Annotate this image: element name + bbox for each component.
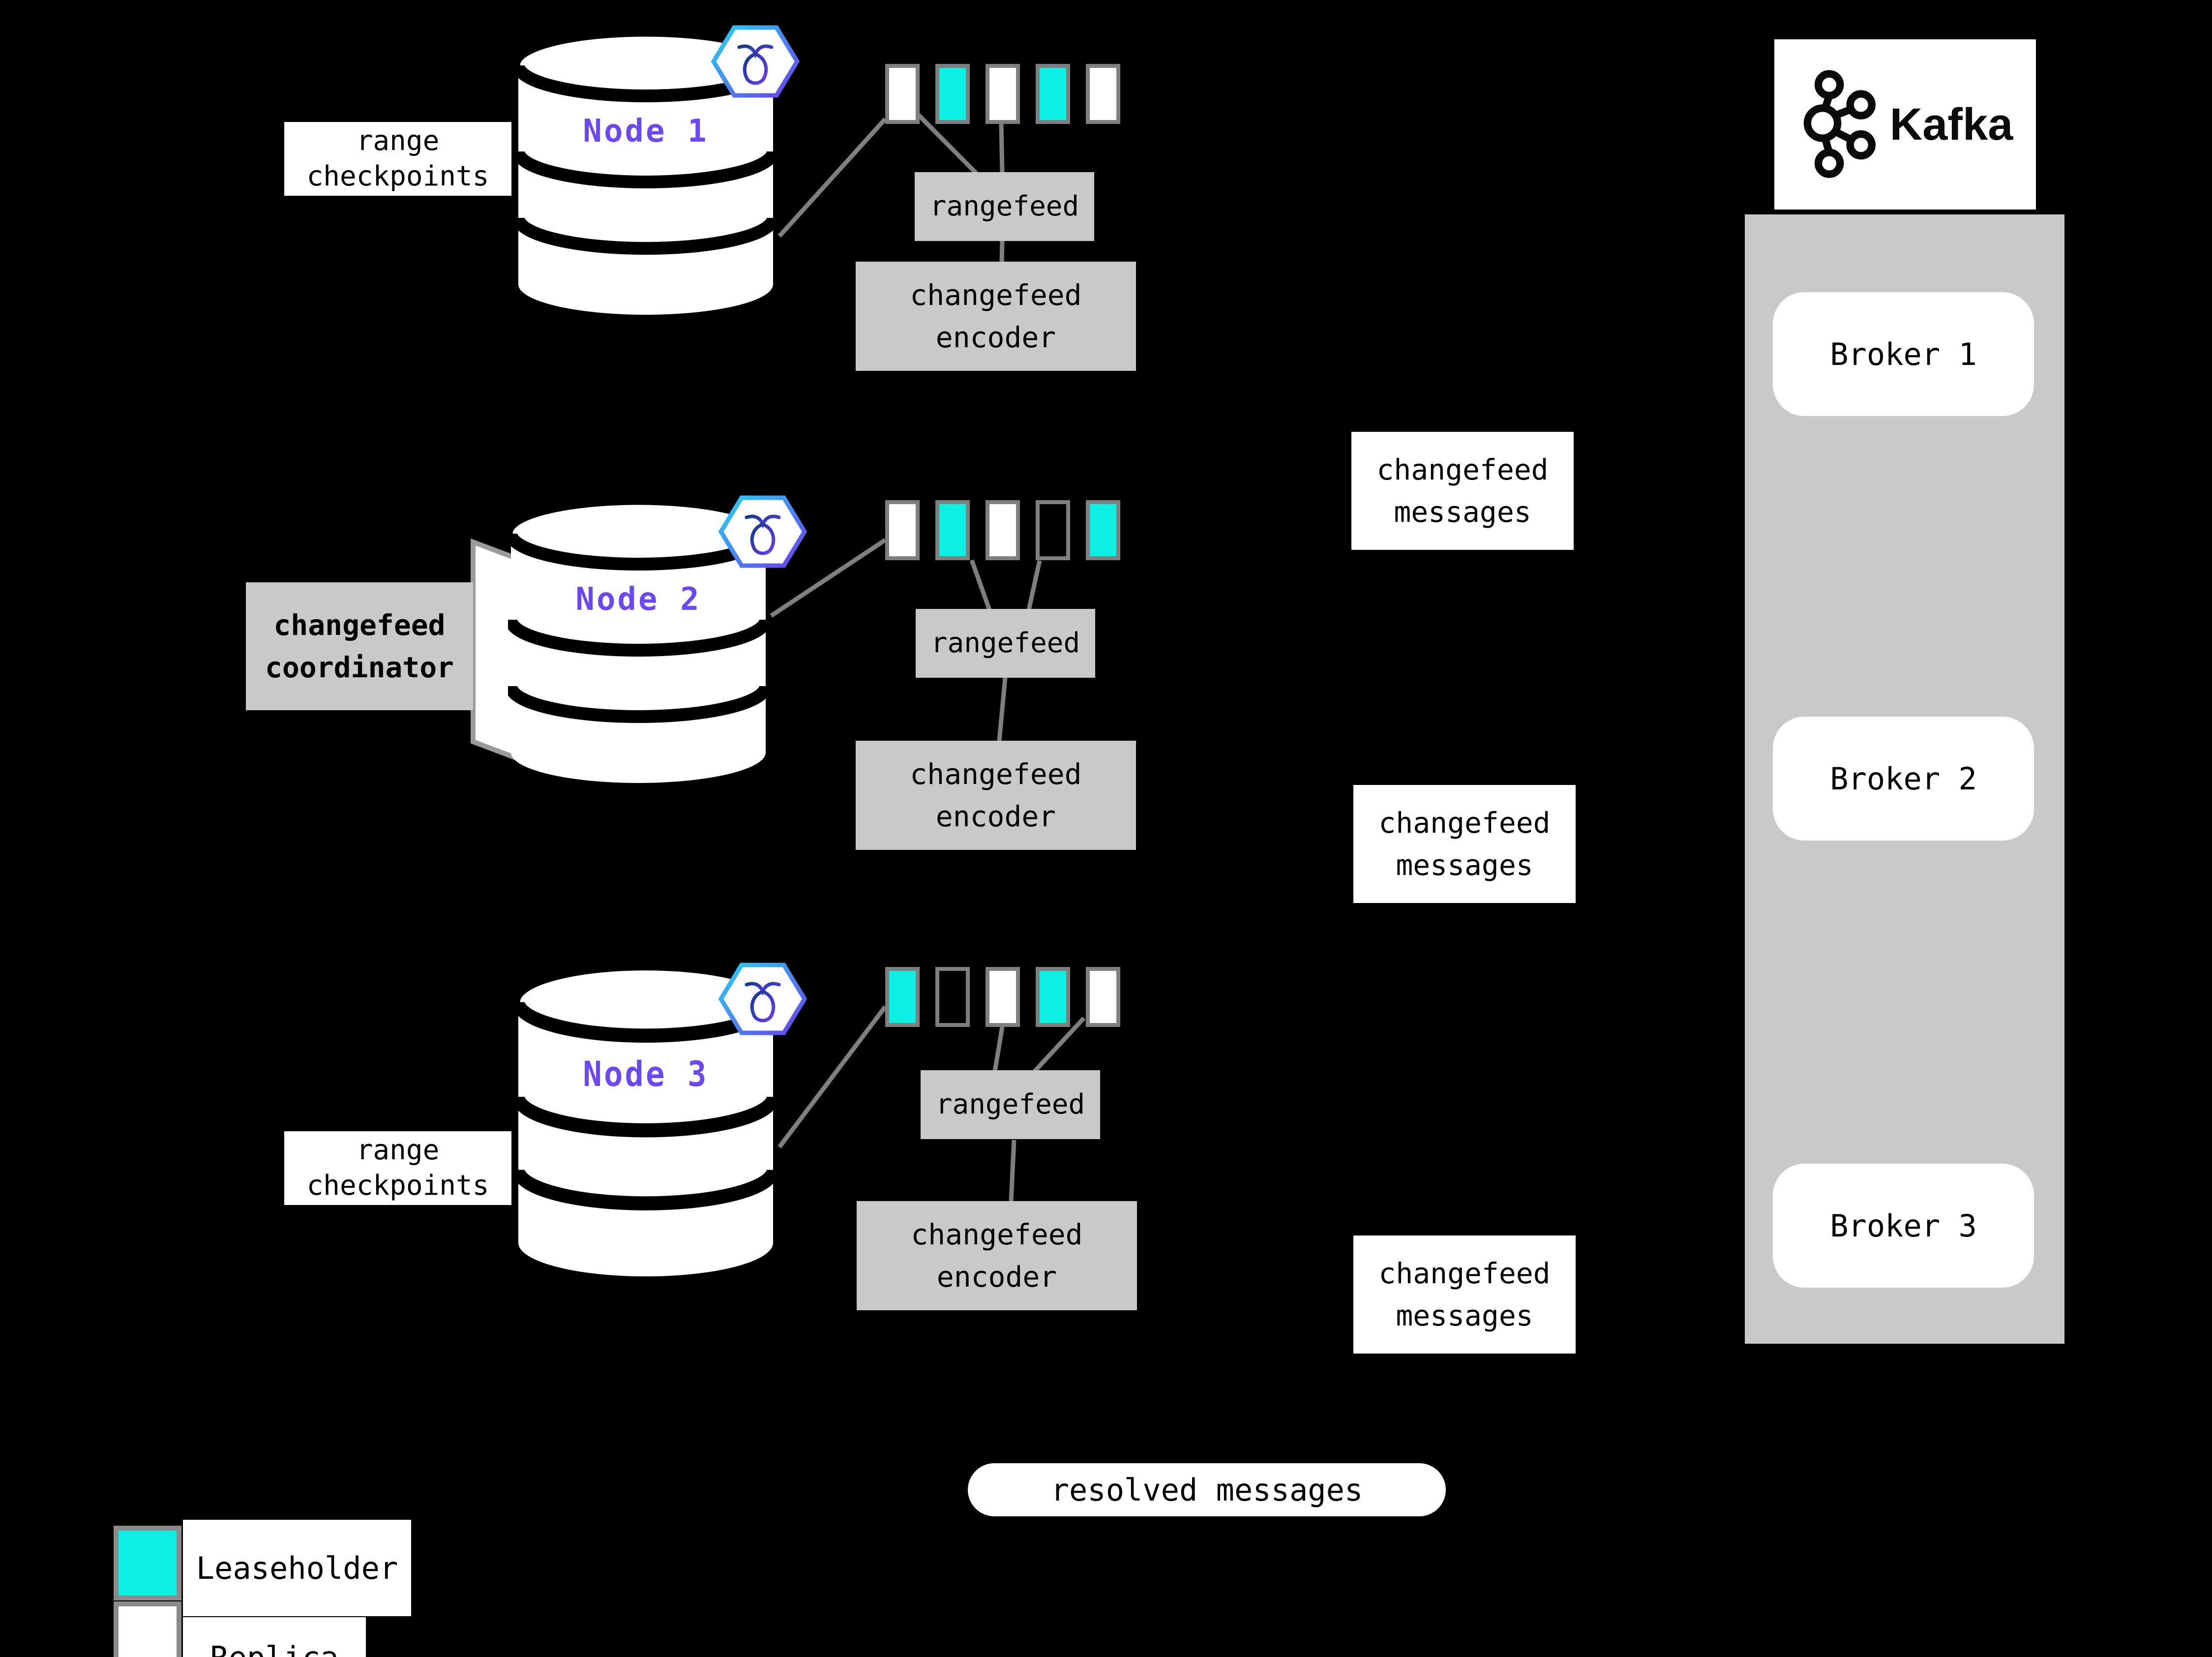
range-square (1036, 64, 1070, 124)
range-square (1036, 500, 1070, 560)
legend-replica-swatch (114, 1601, 181, 1657)
range-square (1086, 967, 1120, 1027)
node1-connectors (777, 110, 1005, 262)
node3-connectors (777, 1005, 1086, 1202)
range-square (885, 64, 920, 124)
range-square (1036, 967, 1070, 1027)
range-square (1086, 64, 1120, 124)
node-3-label: Node 3 (583, 1054, 708, 1094)
kafka-title: Kafka (1889, 99, 2013, 150)
node-2-cylinder: Node 2 (508, 501, 769, 783)
range-square (885, 967, 920, 1027)
rangefeed-box-1: rangefeed (915, 172, 1094, 241)
range-square (1086, 500, 1120, 560)
rangefeed-box-3: rangefeed (921, 1070, 1100, 1139)
changefeed-messages-label-3: changefeed messages (1353, 1235, 1576, 1354)
rangefeed-box-2: rangefeed (916, 609, 1095, 678)
changefeed-encoder-box-3: changefeed encoder (857, 1201, 1137, 1310)
changefeed-coordinator-box: changefeed coordinator (246, 582, 473, 710)
kafka-icon (1803, 70, 1876, 178)
range-checkpoints-label-2: range checkpoints (284, 1131, 511, 1205)
range-square (986, 967, 1020, 1027)
cockroachdb-icon (718, 495, 807, 568)
node-2-label: Node 2 (575, 581, 701, 618)
range-square (986, 500, 1020, 560)
changefeed-messages-label-2: changefeed messages (1353, 785, 1576, 903)
legend-replica-label: Replica (183, 1617, 366, 1657)
legend-leaseholder-label: Leaseholder (183, 1520, 411, 1616)
range-square (935, 967, 970, 1027)
cockroachdb-icon (718, 963, 807, 1035)
range-square (986, 64, 1020, 124)
changefeed-encoder-box-2: changefeed encoder (856, 741, 1136, 850)
range-square (935, 500, 970, 560)
cockroachdb-icon (711, 25, 800, 98)
changefeed-encoder-box-1: changefeed encoder (856, 262, 1136, 371)
range-checkpoints-label-1: range checkpoints (284, 122, 511, 196)
broker-3: Broker 3 (1773, 1164, 2034, 1288)
kafka-logo-box: Kafka (1774, 39, 2036, 210)
range-square (935, 64, 970, 124)
range-square (885, 500, 920, 560)
resolved-messages-label: resolved messages (968, 1463, 1446, 1516)
legend-leaseholder-swatch (114, 1526, 181, 1600)
node-1-cylinder: Node 1 (515, 33, 776, 315)
broker-1: Broker 1 (1773, 292, 2034, 416)
changefeed-messages-label-1: changefeed messages (1351, 432, 1574, 550)
node2-connectors (770, 538, 1042, 741)
node-1-label: Node 1 (583, 113, 708, 150)
broker-2: Broker 2 (1773, 717, 2034, 841)
